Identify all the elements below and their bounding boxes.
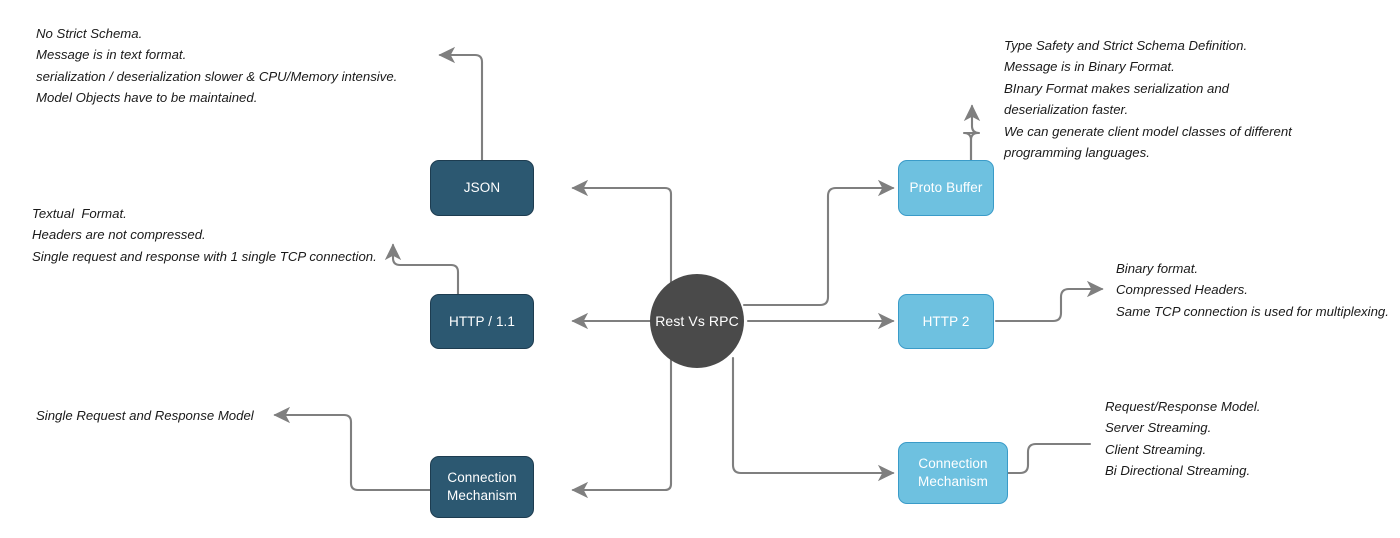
hub-node[interactable]: Rest Vs RPC bbox=[650, 274, 744, 368]
note-connection-mechanism-rpc: Request/Response Model. Server Streaming… bbox=[1105, 399, 1261, 479]
note-http2: Binary format. Compressed Headers. Same … bbox=[1116, 261, 1389, 319]
node-connection-mechanism-rpc[interactable]: Connection Mechanism bbox=[898, 442, 1008, 504]
node-http2[interactable]: HTTP 2 bbox=[898, 294, 994, 349]
hub-label: Rest Vs RPC bbox=[655, 313, 739, 329]
connector-hub-to-proto-buffer bbox=[742, 179, 895, 307]
node-http11[interactable]: HTTP / 1.1 bbox=[430, 294, 534, 349]
connector-trunk-top bbox=[655, 186, 673, 316]
node-proto-buffer-label: Proto Buffer bbox=[909, 180, 983, 196]
node-json-label: JSON bbox=[463, 180, 501, 196]
note-json: No Strict Schema. Message is in text for… bbox=[36, 26, 398, 106]
note-connection-mechanism-rest: Single Request and Response Model bbox=[36, 408, 254, 423]
node-http11-label: HTTP / 1.1 bbox=[448, 313, 516, 329]
node-connection-mechanism-rpc-label: Connection Mechanism bbox=[918, 456, 988, 489]
note-proto-buffer: Type Safety and Strict Schema Definition… bbox=[1004, 38, 1292, 160]
node-connection-mechanism-rest[interactable]: Connection Mechanism bbox=[430, 456, 534, 518]
connector-trunk-bottom bbox=[655, 326, 673, 492]
connector-hub-to-connection-rpc bbox=[731, 356, 895, 482]
node-connection-mechanism-rest-label: Connection Mechanism bbox=[447, 470, 517, 503]
node-http2-label: HTTP 2 bbox=[922, 313, 970, 329]
connector-http11-to-note bbox=[384, 243, 460, 297]
note-http11: Textual Format. Headers are not compress… bbox=[32, 206, 377, 264]
node-json[interactable]: JSON bbox=[430, 160, 534, 216]
connector-proto-buffer-to-note-stem bbox=[969, 131, 980, 163]
connector-json-to-note bbox=[438, 46, 484, 163]
connector-http2-to-note bbox=[994, 280, 1104, 323]
connector-connection-rest-to-note bbox=[273, 406, 432, 492]
connector-connection-rpc-to-note bbox=[994, 442, 1092, 475]
node-proto-buffer[interactable]: Proto Buffer bbox=[898, 160, 994, 216]
